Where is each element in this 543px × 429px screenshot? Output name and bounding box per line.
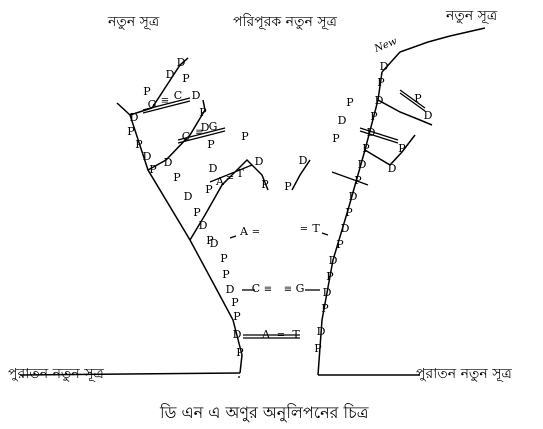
deoxyribose-node: D bbox=[424, 109, 433, 122]
bond-at-right bbox=[332, 172, 368, 185]
deoxyribose-node: D bbox=[367, 126, 376, 139]
deoxyribose-node: D bbox=[130, 111, 139, 124]
base-right: T bbox=[236, 167, 244, 180]
phosphate-node: P bbox=[370, 110, 378, 123]
bond-symbol: = bbox=[277, 330, 285, 341]
phosphate-node: P bbox=[336, 238, 344, 251]
bond-t-right bbox=[322, 233, 328, 235]
deoxyribose-node: D bbox=[233, 328, 242, 341]
deoxyribose-node: D bbox=[177, 56, 186, 69]
deoxyribose-node: D bbox=[323, 286, 332, 299]
new-strand-tag: New bbox=[372, 36, 399, 55]
bond-symbol: ≡ bbox=[264, 284, 272, 295]
phosphate-node: P bbox=[362, 142, 370, 155]
phosphate-node: P bbox=[345, 206, 353, 219]
phosphate-node: P bbox=[199, 106, 207, 119]
base-left: C bbox=[182, 130, 190, 143]
bond-symbol: = bbox=[252, 227, 260, 238]
phosphate-node: P bbox=[173, 171, 181, 184]
phosphate-node: P bbox=[149, 163, 157, 176]
phosphate-node: P bbox=[231, 296, 239, 309]
deoxyribose-node: D bbox=[358, 158, 367, 171]
phosphate-node: P bbox=[241, 130, 249, 143]
phosphate-node: P bbox=[143, 85, 151, 98]
phosphate-node: P bbox=[205, 183, 213, 196]
deoxyribose-node: D bbox=[226, 283, 235, 296]
phosphate-node: P bbox=[220, 252, 228, 265]
deoxyribose-node: D bbox=[255, 155, 264, 168]
phosphate-node: P bbox=[398, 142, 406, 155]
deoxyribose-node: D bbox=[299, 154, 308, 167]
phosphate-node: P bbox=[233, 310, 241, 323]
deoxyribose-node: D bbox=[143, 150, 152, 163]
deoxyribose-node: D bbox=[375, 94, 384, 107]
deoxyribose-node: D bbox=[388, 162, 397, 175]
backbones bbox=[20, 28, 485, 375]
base-right: C bbox=[174, 89, 182, 102]
deoxyribose-node: D bbox=[380, 60, 389, 73]
base-left: A bbox=[239, 225, 249, 238]
bond-symbol: ≡ bbox=[161, 96, 169, 107]
phosphate-node: P bbox=[346, 96, 354, 109]
old-baseline-left bbox=[20, 373, 240, 375]
base-right: G bbox=[209, 120, 218, 133]
new-strand-right-top bbox=[382, 28, 485, 72]
deoxyribose-node: D bbox=[192, 89, 201, 102]
base-right: T bbox=[312, 222, 320, 235]
phosphate-node: P bbox=[414, 92, 422, 105]
deoxyribose-node: D bbox=[349, 190, 358, 203]
phosphate-node: P bbox=[236, 346, 244, 359]
bond-symbol: ≡ bbox=[284, 284, 292, 295]
new-strand-right-mid bbox=[365, 135, 415, 165]
deoxyribose-node: D bbox=[317, 325, 326, 338]
bond-a-left bbox=[230, 236, 236, 238]
phosphate-node: P bbox=[193, 206, 201, 219]
base-right: T bbox=[292, 328, 300, 341]
phosphate-node: P bbox=[182, 72, 190, 85]
deoxyribose-node: D bbox=[341, 222, 350, 235]
base-left: A bbox=[215, 175, 225, 188]
bond-symbol: ≡ bbox=[195, 127, 203, 138]
phosphate-node: P bbox=[222, 268, 230, 281]
phosphate-node: P bbox=[332, 132, 340, 145]
deoxyribose-node: D bbox=[329, 254, 338, 267]
bond-symbol: = bbox=[226, 173, 234, 184]
base-left: C bbox=[252, 282, 260, 295]
phosphate-node: P bbox=[207, 138, 215, 151]
phosphate-node: P bbox=[127, 125, 135, 138]
deoxyribose-node: D bbox=[209, 162, 218, 175]
phosphate-node: P bbox=[326, 270, 334, 283]
phosphate-node: P bbox=[261, 178, 269, 191]
phosphate-node: P bbox=[284, 180, 292, 193]
bond-symbol: = bbox=[300, 224, 308, 235]
deoxyribose-node: D bbox=[184, 190, 193, 203]
base-left: A bbox=[261, 328, 271, 341]
base-right: G bbox=[296, 282, 305, 295]
deoxyribose-node: D bbox=[210, 237, 219, 250]
deoxyribose-node: D bbox=[164, 156, 173, 169]
phosphate-node: P bbox=[314, 342, 322, 355]
base-left: G bbox=[148, 98, 157, 111]
deoxyribose-node: D bbox=[199, 219, 208, 232]
phosphate-node: P bbox=[377, 76, 385, 89]
deoxyribose-node: D bbox=[338, 114, 347, 127]
phosphate-node: P bbox=[321, 302, 329, 315]
deoxyribose-node: D bbox=[166, 68, 175, 81]
phosphate-node: P bbox=[354, 174, 362, 187]
